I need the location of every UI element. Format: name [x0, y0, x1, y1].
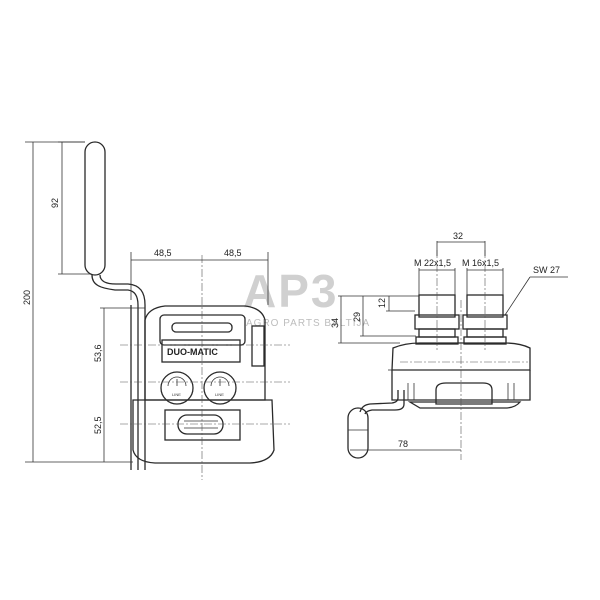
handle-grip: [84, 141, 106, 276]
dim-nut-height: 12: [377, 295, 419, 312]
svg-text:48,5: 48,5: [154, 248, 172, 258]
upper-body: [144, 305, 266, 401]
svg-text:78: 78: [398, 439, 408, 449]
dim-handle-offset: 78: [350, 439, 461, 451]
brand-label: DUO-MATIC: [167, 347, 218, 357]
svg-text:53,6: 53,6: [93, 344, 103, 362]
svg-text:29: 29: [352, 312, 362, 322]
watermark: AP3 AGRO PARTS BALTIJA: [243, 265, 370, 329]
thread-left-label: M 22x1,5: [414, 258, 451, 268]
side-view: 32 M 22x1,5 M 16x1,5 SW 27 12 29: [330, 231, 568, 460]
gauge-right: LINE: [203, 371, 237, 405]
dim-port-height: 29: [352, 295, 416, 337]
svg-text:200: 200: [22, 290, 32, 305]
dim-half-widths: 48,5 48,5: [130, 248, 269, 305]
side-body: [391, 342, 531, 371]
svg-text:48,5: 48,5: [224, 248, 242, 258]
dim-wrench-size: SW 27: [504, 265, 568, 316]
watermark-tagline: AGRO PARTS BALTIJA: [246, 318, 370, 329]
dim-overall-height: 200: [22, 141, 133, 463]
gauge-left: LINE: [160, 371, 194, 405]
front-view: DUO-MATIC LINE LINE: [22, 141, 290, 480]
lower-window: [164, 409, 241, 441]
svg-text:12: 12: [377, 298, 387, 308]
svg-text:92: 92: [50, 198, 60, 208]
svg-text:LINE: LINE: [172, 392, 181, 397]
lower-body: [132, 399, 275, 464]
svg-text:52,5: 52,5: [93, 416, 103, 434]
dim-handle-length: 92: [50, 141, 90, 275]
gauge-left-icon: [160, 371, 194, 405]
watermark-logo: AP3: [243, 265, 338, 317]
side-handle-rod: [359, 390, 399, 413]
svg-text:32: 32: [453, 231, 463, 241]
lower-slot: [177, 414, 224, 435]
dim-overall-port-height: 34: [330, 295, 400, 344]
dim-port-spacing: 32: [436, 231, 486, 256]
svg-text:34: 34: [330, 318, 340, 328]
svg-text:LINE: LINE: [215, 392, 224, 397]
svg-text:SW 27: SW 27: [533, 265, 560, 275]
gauge-right-icon: [203, 371, 237, 405]
dim-upper-height: 53,6: [93, 307, 145, 382]
label-plate: [161, 339, 241, 363]
side-handle-grip: [347, 407, 369, 459]
dim-lower-height: 52,5: [93, 382, 105, 462]
handle-rod: [91, 274, 139, 470]
thread-right-label: M 16x1,5: [462, 258, 499, 268]
